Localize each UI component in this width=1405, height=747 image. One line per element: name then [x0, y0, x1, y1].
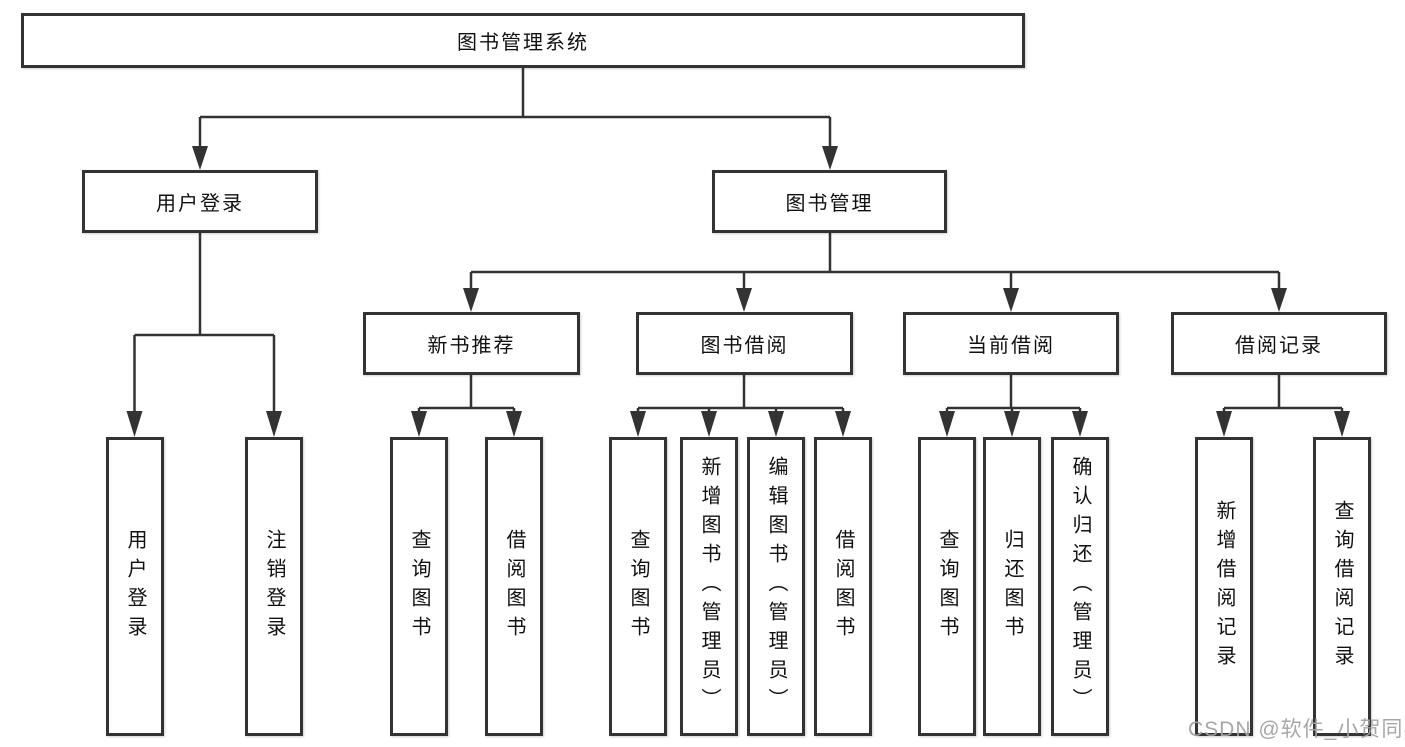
node-label: 新书推荐 — [427, 335, 516, 357]
node-leaf-edit-books-admin: 编辑图书（管理员） — [747, 437, 805, 736]
node-label: 查询借阅记录 — [1331, 499, 1353, 674]
node-leaf-borrow-books: 借阅图书 — [814, 437, 872, 736]
node-label: 查询图书 — [936, 528, 958, 645]
node-leaf-return-books: 归还图书 — [983, 437, 1041, 736]
node-label: 借阅图书 — [503, 528, 525, 645]
node-leaf-query-books-borrow: 查询图书 — [609, 437, 667, 736]
node-label: 注销登录 — [263, 528, 285, 645]
node-book-management-module: 图书管理 — [712, 170, 947, 233]
node-label: 查询图书 — [408, 528, 430, 645]
node-label: 图书管理系统 — [457, 32, 589, 54]
node-label: 确认归还（管理员） — [1069, 456, 1091, 717]
node-label: 查询图书 — [627, 528, 649, 645]
node-leaf-confirm-return-admin: 确认归还（管理员） — [1051, 437, 1109, 736]
node-leaf-add-borrow-record: 新增借阅记录 — [1195, 437, 1253, 736]
node-label: 编辑图书（管理员） — [765, 456, 787, 717]
node-user-login-module: 用户登录 — [82, 170, 318, 233]
node-leaf-add-books-admin: 新增图书（管理员） — [680, 437, 738, 736]
node-library-management-system: 图书管理系统 — [21, 13, 1025, 68]
node-leaf-query-books-rec: 查询图书 — [390, 437, 448, 736]
node-label: 用户登录 — [156, 193, 244, 215]
node-borrowing-records: 借阅记录 — [1171, 312, 1387, 375]
node-label: 归还图书 — [1001, 528, 1023, 645]
csdn-watermark: CSDN @软件_小贺同学 — [1188, 718, 1405, 741]
node-leaf-query-books-current: 查询图书 — [918, 437, 976, 736]
node-current-borrowing: 当前借阅 — [903, 312, 1119, 375]
node-label: 借阅图书 — [832, 528, 854, 645]
node-label: 借阅记录 — [1235, 335, 1323, 357]
node-leaf-logout: 注销登录 — [245, 437, 303, 736]
node-book-borrowing: 图书借阅 — [636, 312, 853, 375]
node-label: 图书管理 — [785, 193, 874, 215]
node-label: 新增借阅记录 — [1213, 499, 1235, 674]
node-label: 用户登录 — [124, 528, 146, 645]
node-label: 新增图书（管理员） — [698, 456, 720, 717]
node-leaf-query-borrow-record: 查询借阅记录 — [1313, 437, 1371, 736]
node-new-book-recommendation: 新书推荐 — [363, 312, 580, 375]
arrowheads — [126, 146, 1350, 437]
node-leaf-user-login: 用户登录 — [106, 437, 164, 736]
node-leaf-borrow-books-rec: 借阅图书 — [485, 437, 543, 736]
node-label: 图书借阅 — [700, 335, 789, 357]
node-label: 当前借阅 — [967, 335, 1055, 357]
